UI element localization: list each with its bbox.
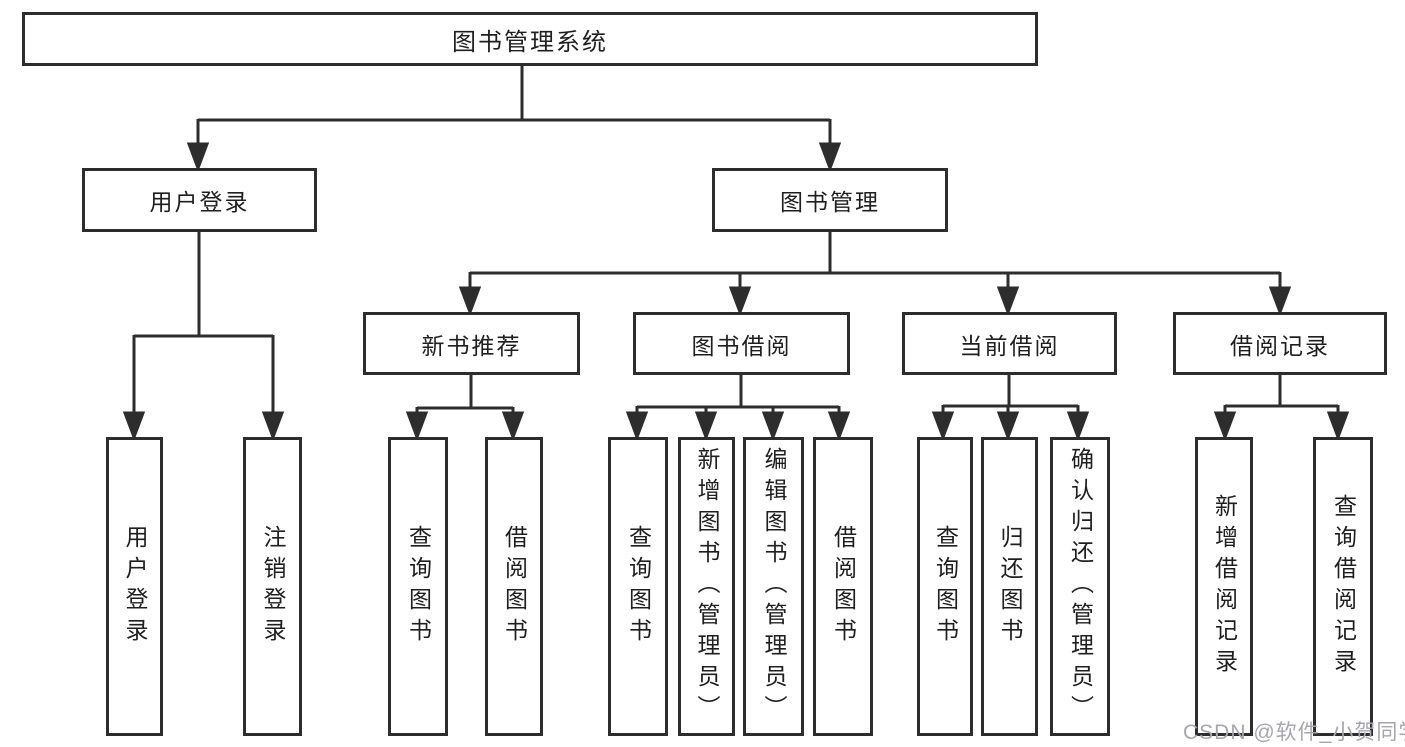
connector-borrow-records-children (1213, 375, 1350, 442)
leaf-query-books-borrow: 查询图书 (608, 437, 668, 736)
leaf-query-books-current: 查询图书 (917, 437, 973, 736)
leaf-query-borrow-record: 查询借阅记录 (1313, 437, 1373, 736)
connector-book-management-children (458, 232, 1292, 317)
leaf-logout: 注销登录 (243, 437, 302, 736)
leaf-return-book: 归还图书 (981, 437, 1038, 736)
node-current-borrow: 当前借阅 (902, 312, 1117, 375)
node-user-login: 用户登录 (82, 168, 317, 232)
leaf-borrow-books-recommend: 借阅图书 (485, 437, 543, 736)
leaf-query-books-recommend: 查询图书 (388, 437, 448, 736)
connector-user-login-children (122, 232, 285, 442)
connector-current-borrow-children (931, 375, 1090, 442)
node-new-book-recommend: 新书推荐 (363, 312, 580, 375)
node-book-borrow: 图书借阅 (633, 312, 850, 375)
watermark-text: CSDN @软件_小贺同学 (1183, 721, 1405, 744)
connector-new-book-recommend-children (405, 375, 525, 442)
connector-root-to-level1 (186, 66, 842, 173)
node-root: 图书管理系统 (22, 12, 1038, 66)
node-book-management: 图书管理 (712, 168, 948, 232)
leaf-user-login: 用户登录 (106, 437, 163, 736)
node-borrow-records: 借阅记录 (1173, 312, 1387, 375)
leaf-confirm-return-admin: 确认归还（管理员） (1050, 437, 1110, 736)
leaf-borrow-books: 借阅图书 (813, 437, 873, 736)
leaf-add-book-admin: 新增图书（管理员） (678, 437, 735, 736)
leaf-edit-book-admin: 编辑图书（管理员） (743, 437, 804, 736)
leaf-add-borrow-record: 新增借阅记录 (1195, 437, 1253, 736)
connector-book-borrow-children (625, 375, 851, 442)
